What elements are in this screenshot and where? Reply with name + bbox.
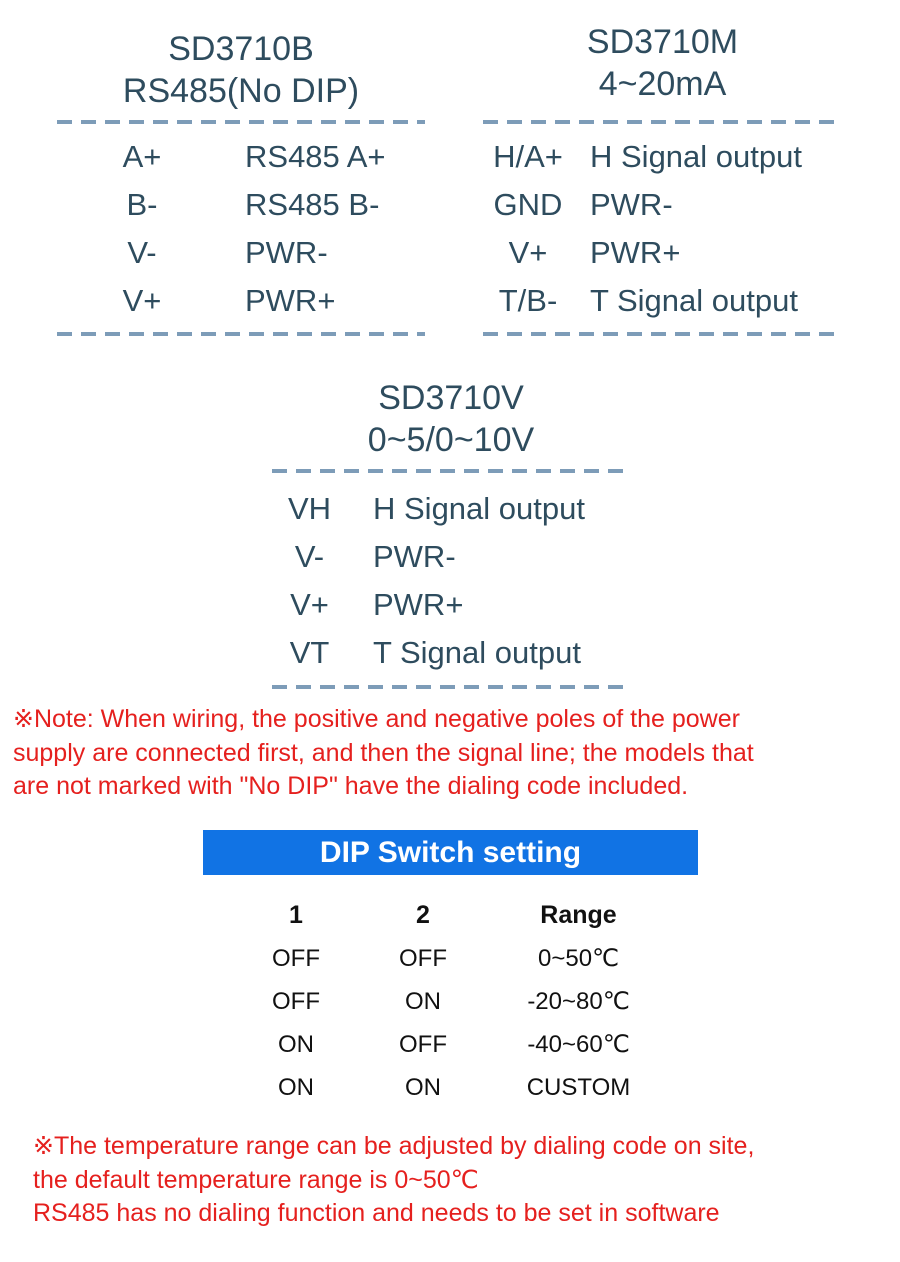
pin-label: V- — [294, 539, 325, 574]
switch2-value: OFF — [399, 944, 447, 972]
model-title: SD3710B — [168, 30, 314, 68]
switch1-value: OFF — [272, 944, 320, 972]
pin-label: H/A+ — [493, 139, 563, 174]
dip-table-row: OFF OFF 0~50℃ — [203, 937, 700, 980]
pin-description: PWR+ — [373, 587, 464, 622]
range-value: 0~50℃ — [537, 945, 619, 972]
switch2-value: ON — [405, 987, 441, 1015]
dip-table-row: ON OFF -40~60℃ — [203, 1023, 700, 1066]
dashed-divider — [57, 332, 425, 336]
column-header-switch1: 1 — [289, 900, 303, 929]
pin-description: H Signal output — [373, 491, 585, 526]
switch2-value: ON — [405, 1073, 441, 1101]
range-note: ※The temperature range can be adjusted b… — [33, 1130, 893, 1231]
pin-label: V+ — [290, 587, 329, 622]
pin-row: GND PWR- — [483, 181, 842, 229]
model-title: SD3710V — [378, 379, 524, 417]
pin-description: PWR- — [373, 539, 456, 574]
switch1-value: ON — [278, 1030, 314, 1058]
pin-label: V+ — [508, 235, 548, 270]
pin-description: RS485 A+ — [245, 139, 386, 174]
dashed-divider — [57, 120, 425, 124]
pin-label: T/B- — [498, 283, 558, 318]
pin-row: V+ PWR+ — [483, 229, 842, 277]
dip-switch-table: 1 2 Range OFF OFF 0~50℃ OFF ON -20~80℃ O… — [203, 893, 700, 1109]
range-note-line: RS485 has no dialing function and needs … — [33, 1199, 720, 1227]
dashed-divider — [483, 332, 842, 336]
pin-label: VT — [289, 635, 330, 670]
model-title: SD3710M — [586, 23, 739, 61]
pin-row: B- RS485 B- — [57, 181, 425, 229]
pin-rows: A+ RS485 A+ B- RS485 B- V- PWR- V+ PWR+ — [57, 133, 425, 325]
switch2-value: OFF — [399, 1030, 447, 1058]
pin-row: VH H Signal output — [272, 485, 630, 533]
pin-row: V+ PWR+ — [57, 277, 425, 325]
range-value: -20~80℃ — [527, 988, 630, 1015]
dashed-divider — [272, 685, 630, 689]
model-subtitle: 0~5/0~10V — [367, 421, 535, 459]
pin-row: T/B- T Signal output — [483, 277, 842, 325]
pin-table-sd3710m: SD3710M 4~20mA H/A+ H Signal output GND … — [483, 21, 842, 336]
wiring-note-line: supply are connected first, and then the… — [13, 738, 754, 767]
pin-table-sd3710v: SD3710V 0~5/0~10V VH H Signal output V- … — [272, 377, 630, 689]
pin-row: VT T Signal output — [272, 629, 630, 677]
dashed-divider — [272, 469, 630, 473]
dashed-divider — [483, 120, 842, 124]
pin-row: A+ RS485 A+ — [57, 133, 425, 181]
pin-description: PWR+ — [245, 283, 336, 318]
dip-table-header-row: 1 2 Range — [203, 893, 700, 937]
pin-table-sd3710b: SD3710B RS485(No DIP) A+ RS485 A+ B- RS4… — [57, 28, 425, 336]
dip-table-row: OFF ON -20~80℃ — [203, 980, 700, 1023]
wiring-note-line: ※Note: When wiring, the positive and neg… — [13, 705, 740, 733]
column-header-switch2: 2 — [416, 900, 430, 929]
pin-rows: H/A+ H Signal output GND PWR- V+ PWR+ T/… — [483, 133, 842, 325]
wiring-note-line: are not marked with "No DIP" have the di… — [13, 772, 689, 800]
switch1-value: OFF — [272, 987, 320, 1015]
switch1-value: ON — [278, 1073, 314, 1101]
pin-description: T Signal output — [373, 635, 581, 670]
pin-row: V+ PWR+ — [272, 581, 630, 629]
model-subtitle: 4~20mA — [598, 65, 727, 103]
wiring-note: ※Note: When wiring, the positive and neg… — [13, 703, 898, 804]
pin-label: V+ — [122, 283, 162, 318]
range-value: -40~60℃ — [527, 1031, 630, 1058]
range-value: CUSTOM — [526, 1073, 631, 1101]
range-note-line: the default temperature range is 0~50℃ — [33, 1165, 479, 1194]
pin-row: V- PWR- — [57, 229, 425, 277]
pin-row: V- PWR- — [272, 533, 630, 581]
pin-description: PWR- — [245, 235, 328, 270]
column-header-range: Range — [540, 900, 617, 929]
dip-switch-header-label: DIP Switch setting — [319, 835, 582, 869]
pin-row: H/A+ H Signal output — [483, 133, 842, 181]
pin-description: PWR+ — [590, 235, 681, 270]
pin-label: GND — [493, 187, 563, 222]
pin-description: T Signal output — [590, 283, 798, 318]
model-subtitle: RS485(No DIP) — [122, 72, 360, 110]
pin-label: V- — [127, 235, 157, 270]
pin-label: B- — [126, 187, 158, 222]
pin-label: A+ — [122, 139, 162, 174]
pin-label: VH — [287, 491, 332, 526]
pin-description: PWR- — [590, 187, 673, 222]
pin-rows: VH H Signal output V- PWR- V+ PWR+ VT T … — [272, 485, 630, 677]
pin-description: H Signal output — [590, 139, 802, 174]
dip-switch-header: DIP Switch setting — [203, 830, 698, 875]
dip-table-row: ON ON CUSTOM — [203, 1066, 700, 1109]
range-note-line: ※The temperature range can be adjusted b… — [33, 1132, 755, 1160]
pin-description: RS485 B- — [245, 187, 380, 222]
